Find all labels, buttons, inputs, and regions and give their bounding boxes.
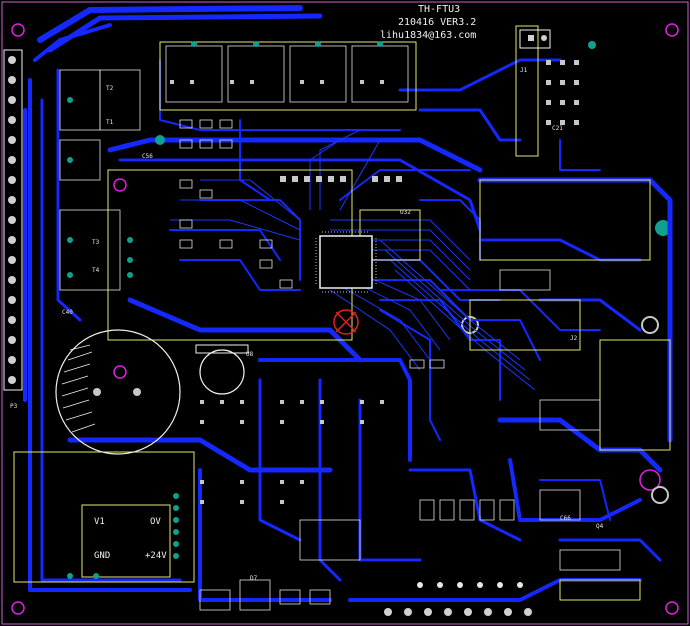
power-label-v1: V1 bbox=[94, 517, 105, 527]
capacitor-large-pad bbox=[93, 388, 101, 396]
relay-label-t1: T1 bbox=[106, 119, 114, 126]
board-title: TH-FTU3 bbox=[418, 4, 460, 15]
battery-tab bbox=[195, 344, 249, 354]
label-j1: J1 bbox=[520, 67, 528, 74]
capacitor-hatch bbox=[61, 344, 96, 433]
connector-label: P3 bbox=[10, 403, 18, 410]
relay-label-t2: T2 bbox=[106, 85, 114, 92]
power-module-pads bbox=[67, 493, 179, 579]
power-label-ov: OV bbox=[150, 517, 161, 527]
label-c56: C56 bbox=[142, 153, 153, 160]
component-outlines bbox=[13, 25, 671, 601]
capacitor-large bbox=[55, 329, 181, 455]
board-email: lihu1834@163.com bbox=[380, 30, 476, 41]
label-j2: J2 bbox=[570, 335, 578, 342]
relay-label-t3: T3 bbox=[92, 239, 100, 246]
large-via bbox=[655, 220, 671, 236]
label-c21: C21 bbox=[552, 125, 563, 132]
power-label-24v: +24V bbox=[145, 551, 167, 561]
label-c66: C66 bbox=[560, 515, 571, 522]
label-d7: D7 bbox=[250, 575, 258, 582]
top-connector-pin bbox=[528, 35, 534, 41]
label-q4: Q4 bbox=[596, 523, 604, 530]
bottom-terminal-pads bbox=[384, 608, 532, 616]
mcu-pins bbox=[315, 231, 377, 293]
relay-row bbox=[165, 45, 409, 103]
large-via-2 bbox=[588, 41, 596, 49]
left-terminal-pads bbox=[8, 56, 16, 384]
mount-hole-mid2 bbox=[113, 365, 127, 379]
relay-label-t4: T4 bbox=[92, 267, 100, 274]
top-connector bbox=[519, 29, 551, 49]
label-u8: U8 bbox=[246, 351, 254, 358]
relay-pads bbox=[67, 41, 383, 278]
mount-hole-tr bbox=[665, 23, 679, 37]
mount-hole-mid6 bbox=[651, 486, 669, 504]
fault-marker bbox=[333, 309, 359, 335]
mount-hole-mid4 bbox=[641, 316, 659, 334]
board-version: 210416 VER3.2 bbox=[398, 17, 476, 28]
copper-traces bbox=[23, 5, 673, 602]
label-u32: U32 bbox=[400, 209, 411, 216]
mount-hole-mid1 bbox=[113, 178, 127, 192]
mcu-chip bbox=[319, 235, 373, 289]
mount-hole-mid3 bbox=[639, 469, 661, 491]
top-connector-pin2 bbox=[541, 35, 547, 41]
bottom-diodes bbox=[417, 582, 523, 588]
smd-pad-field bbox=[170, 60, 579, 504]
capacitor-large-pad2 bbox=[133, 388, 141, 396]
mount-hole-tl bbox=[11, 23, 25, 37]
power-label-gnd: GND bbox=[94, 551, 110, 561]
mount-hole-bl bbox=[11, 601, 25, 615]
left-terminal-body bbox=[3, 49, 23, 391]
smd-components bbox=[59, 69, 621, 611]
mount-hole-br bbox=[665, 601, 679, 615]
battery-holder bbox=[199, 349, 245, 395]
label-c40: C40 bbox=[62, 309, 73, 316]
